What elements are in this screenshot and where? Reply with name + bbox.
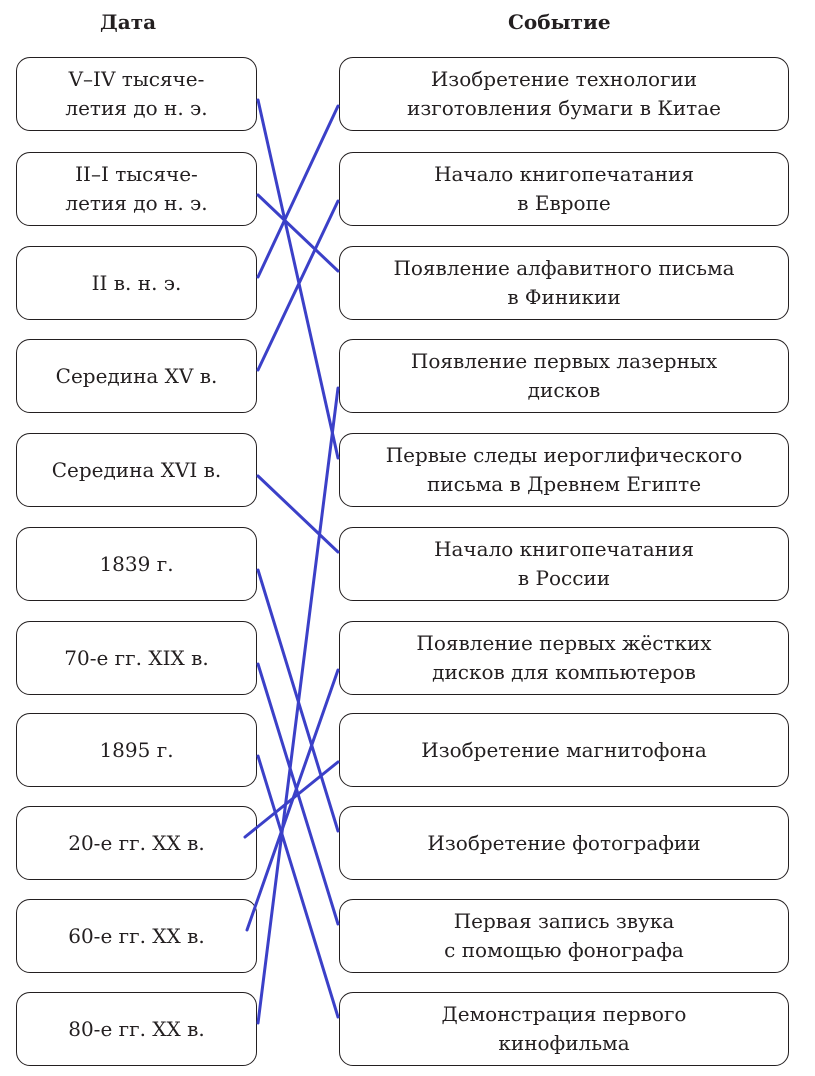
event-box[interactable]: Изобретение фотографии (339, 806, 789, 880)
event-box[interactable]: Демонстрация первого кинофильма (339, 992, 789, 1066)
event-box[interactable]: Появление первых жёстких дисков для комп… (339, 621, 789, 695)
event-box[interactable]: Начало книгопечатания в России (339, 527, 789, 601)
date-box[interactable]: V–IV тысяче- летия до н. э. (16, 57, 257, 131)
match-line (256, 474, 340, 554)
date-box[interactable]: Середина XVI в. (16, 433, 257, 507)
event-box[interactable]: Первые следы иероглифического письма в Д… (339, 433, 789, 507)
event-box[interactable]: Первая запись звука с помощью фонографа (339, 899, 789, 973)
event-box[interactable]: Появление алфавитного письма в Финикии (339, 246, 789, 320)
date-box[interactable]: 70-е гг. XIX в. (16, 621, 257, 695)
match-line (256, 386, 340, 1025)
match-line (256, 193, 340, 273)
date-box[interactable]: 1895 г. (16, 713, 257, 787)
date-box[interactable]: 20-е гг. XX в. (16, 806, 257, 880)
date-box[interactable]: II в. н. э. (16, 246, 257, 320)
match-line (256, 199, 340, 372)
date-box[interactable]: Середина XV в. (16, 339, 257, 413)
event-box[interactable]: Изобретение магнитофона (339, 713, 789, 787)
date-box[interactable]: 60-е гг. XX в. (16, 899, 257, 973)
date-box[interactable]: 1839 г. (16, 527, 257, 601)
date-box[interactable]: II–I тысяче- летия до н. э. (16, 152, 257, 226)
match-line (245, 668, 340, 932)
date-box[interactable]: 80-е гг. XX в. (16, 992, 257, 1066)
date-column-header: Дата (100, 10, 157, 34)
match-line (256, 754, 340, 1019)
event-box[interactable]: Начало книгопечатания в Европе (339, 152, 789, 226)
event-box[interactable]: Изобретение технологии изготовления бума… (339, 57, 789, 131)
event-box[interactable]: Появление первых лазерных дисков (339, 339, 789, 413)
event-column-header: Событие (508, 10, 611, 34)
match-line (256, 98, 340, 460)
match-line (256, 104, 340, 279)
